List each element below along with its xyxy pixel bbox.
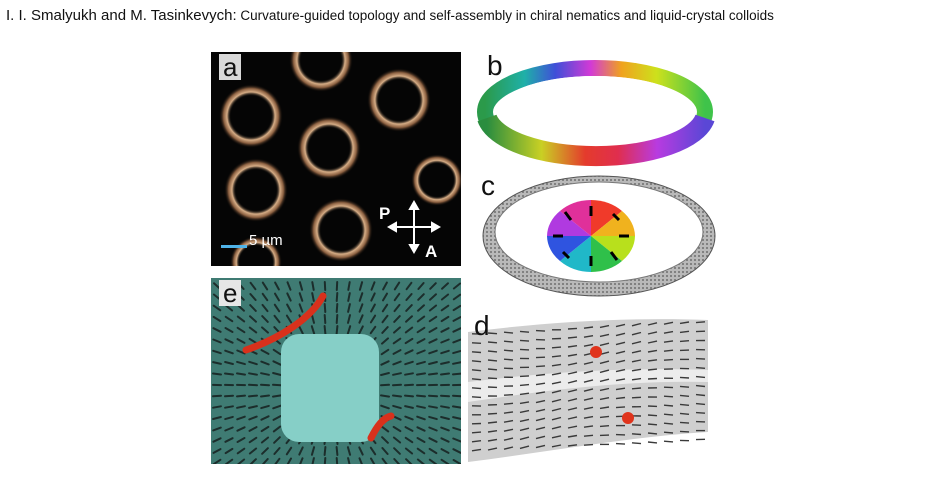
panel-d-surface-field: d xyxy=(468,312,708,462)
panel-e-field-image xyxy=(211,278,461,464)
panel-e-director-field: e xyxy=(211,278,461,464)
panel-b-label: b xyxy=(487,52,503,81)
panel-d-label: d xyxy=(474,312,490,341)
header-title: Curvature-guided topology and self-assem… xyxy=(236,8,774,23)
panel-c-label: c xyxy=(481,170,495,201)
panel-a-label: a xyxy=(219,54,242,80)
panel-c-mesh-ring: c xyxy=(473,170,723,300)
panel-a-micrograph: a 5 µm P A xyxy=(211,52,461,266)
panel-d-surface-image xyxy=(468,319,708,462)
scale-bar-label: 5 µm xyxy=(249,232,283,249)
figure-header: I. I. Smalyukh and M. Tasinkevych: Curva… xyxy=(6,7,774,24)
panel-c-ring-image xyxy=(482,175,716,297)
panel-a-rings-image xyxy=(219,52,461,266)
panel-b-torus-image xyxy=(477,60,715,167)
polarizer-label: P xyxy=(379,204,391,223)
panel-b-colored-ring: b xyxy=(473,52,723,170)
header-authors: I. I. Smalyukh and M. Tasinkevych: xyxy=(6,7,237,24)
panel-e-label: e xyxy=(219,280,242,306)
analyzer-label: A xyxy=(425,242,438,261)
